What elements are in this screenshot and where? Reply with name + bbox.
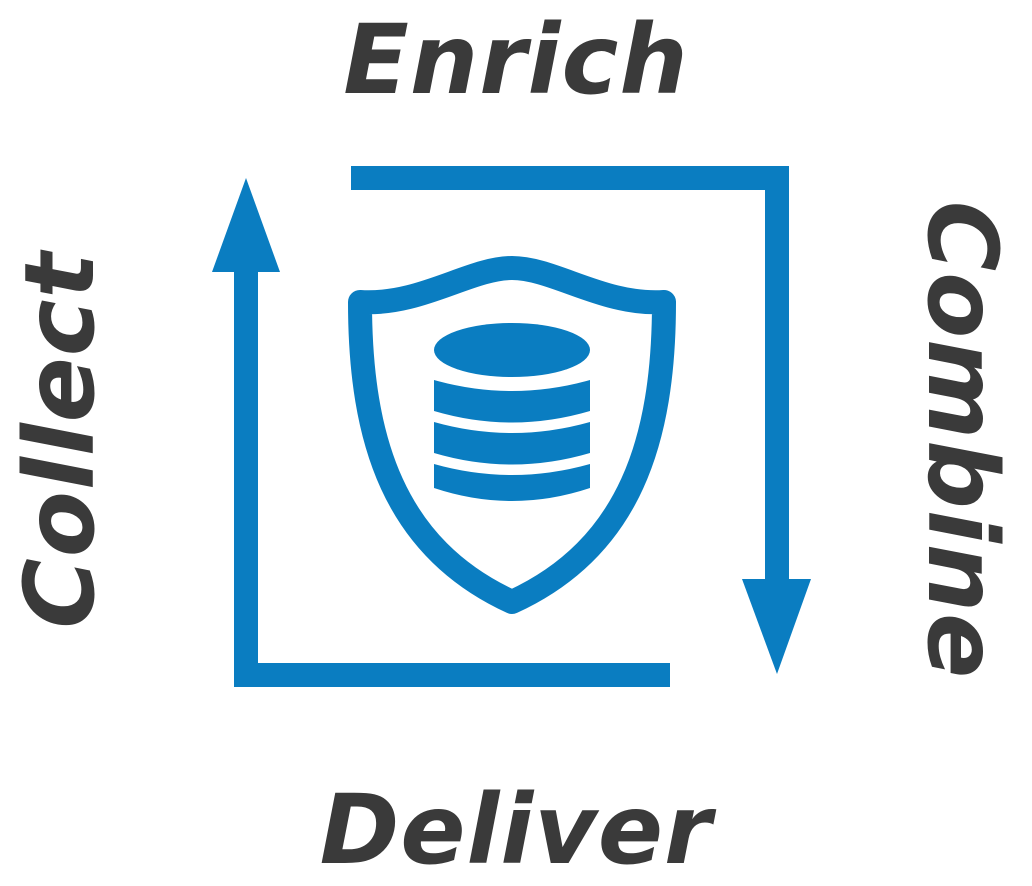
label-collect: Collect [4,251,116,629]
arrow-combine [351,166,789,588]
label-deliver: Deliver [319,774,713,886]
shield-icon [348,256,676,614]
database-icon [434,323,590,501]
shield-database-icon [348,256,676,614]
label-combine: Combine [906,200,1018,680]
arrowhead-up-icon [212,178,280,272]
label-enrich: Enrich [343,4,689,116]
arrowhead-down-icon [742,579,811,674]
arrow-collect [234,262,670,687]
